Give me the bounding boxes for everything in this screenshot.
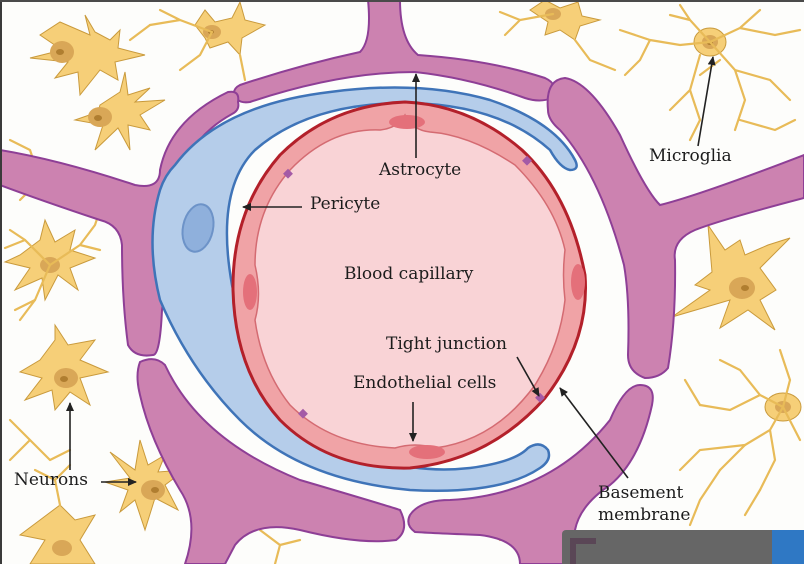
neurons-group (3, 0, 802, 564)
label-blood-capillary: Blood capillary (344, 264, 474, 284)
endothelial-nucleus-bottom (409, 445, 445, 459)
neuron-top-left (29, 14, 146, 97)
neuron-bottom-far-left (18, 504, 97, 564)
endothelial-nucleus-top (389, 115, 425, 129)
astrocyte-endfoot-bottom-left (136, 358, 406, 564)
glial-processes (3, 3, 802, 564)
tight-junction-marker (298, 408, 308, 419)
neuron-right (671, 223, 791, 331)
arrow-tight-junction (516, 356, 540, 397)
capillary-lumen (254, 113, 566, 449)
frame-border-left (0, 0, 2, 564)
blood-capillary (231, 100, 587, 470)
toolbar-accent-button[interactable] (772, 530, 804, 564)
arrow-basement-membrane (559, 387, 629, 479)
neuron-bottom-left (104, 439, 187, 532)
neuron-top-right (529, 0, 602, 41)
astrocyte-endfoot-bottom-right (407, 383, 654, 564)
label-neurons: Neurons (14, 470, 88, 490)
label-basement-membrane-line1: Basement (598, 483, 684, 503)
neuron-top-left-2 (73, 71, 166, 151)
label-endothelial-cells: Endothelial cells (353, 373, 497, 393)
label-basement-membrane-line2: membrane (598, 505, 691, 525)
label-pericyte: Pericyte (310, 194, 381, 214)
overlay-toolbar[interactable] (562, 530, 804, 564)
label-tight-junction: Tight junction (386, 334, 507, 354)
endothelial-nucleus-right (571, 264, 585, 300)
endothelial-nucleus-left (243, 274, 257, 310)
tight-junction-marker (283, 168, 293, 179)
label-basement-membrane: Basement membrane (598, 482, 690, 526)
label-microglia: Microglia (649, 146, 732, 166)
tight-junction-marker (522, 155, 532, 166)
frame-border-top (0, 0, 804, 2)
annotation-arrows (66, 56, 716, 486)
arrow-microglia (697, 56, 716, 147)
label-astrocyte: Astrocyte (379, 160, 462, 180)
pericyte-nucleus (181, 203, 215, 253)
neuron-left-lower (18, 323, 110, 412)
neuron-left-middle (3, 218, 97, 302)
toolbar-bracket-icon (570, 538, 596, 564)
astrocyte-endfoot-right (546, 76, 804, 380)
